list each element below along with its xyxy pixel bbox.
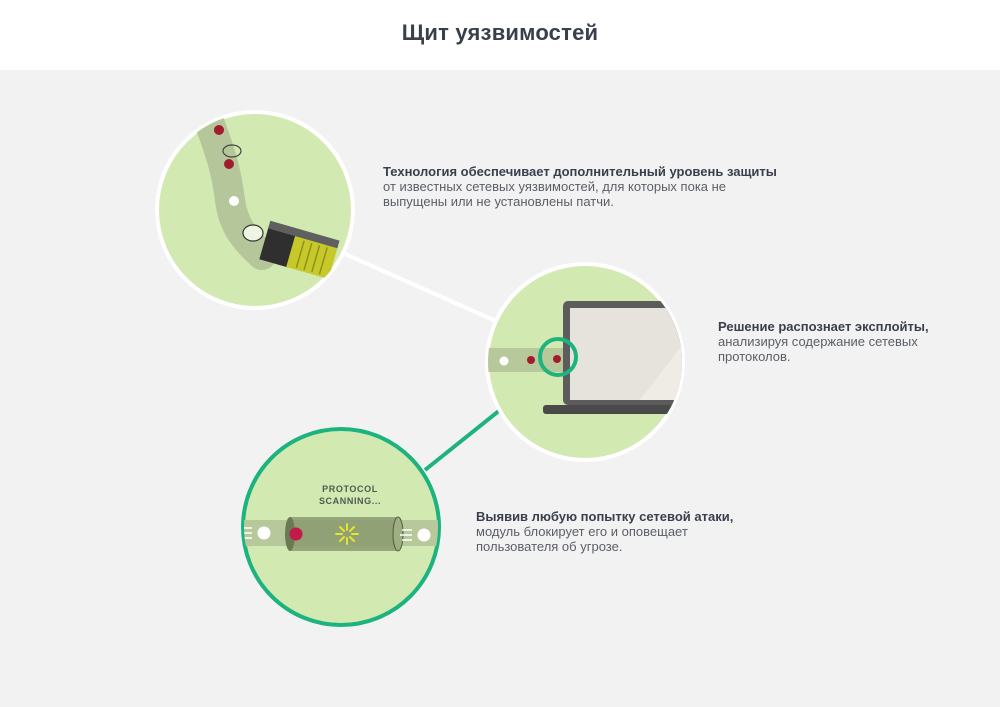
threat-dot (214, 125, 224, 135)
step2-body: анализируя содержание сетевых протоколов… (718, 334, 918, 364)
step2-caption: Решение распознает эксплойты, анализируя… (718, 319, 948, 364)
step3-caption: Выявив любую попытку сетевой атаки, моду… (476, 509, 756, 554)
step2-lead: Решение распознает эксплойты, (718, 319, 929, 334)
pipe-ring (222, 144, 242, 158)
step1-circle (155, 110, 355, 310)
header-bar: Щит уязвимостей (0, 0, 1000, 70)
connector-line-1 (344, 252, 499, 324)
packet-dot (499, 356, 509, 366)
step1-caption: Технология обеспечивает дополнительный у… (383, 164, 793, 209)
step2-circle (485, 262, 685, 462)
step1-body: от известных сетевых уязвимостей, для ко… (383, 179, 727, 209)
threat-dot (553, 355, 561, 363)
block-spark-icon (335, 523, 359, 545)
packet-dot (257, 526, 271, 540)
scan-label-line1: PROTOCOL (322, 484, 378, 494)
threat-dot (527, 356, 535, 364)
step3-lead: Выявив любую попытку сетевой атаки, (476, 509, 734, 524)
packet-dot (229, 196, 239, 206)
patch-module-icon (259, 220, 340, 280)
step1-lead: Технология обеспечивает дополнительный у… (383, 164, 777, 179)
step3-body: модуль блокирует его и оповещает пользов… (476, 524, 688, 554)
threat-dot (289, 527, 303, 541)
page-title: Щит уязвимостей (401, 20, 599, 45)
scan-label-line2: SCANNING... (318, 496, 382, 506)
packet-motion-lines (244, 527, 412, 541)
threat-dot (224, 159, 234, 169)
step3-circle (241, 427, 441, 627)
protocol-scanning-label: PROTOCOL SCANNING... (300, 483, 400, 507)
scanner-tube (285, 516, 404, 552)
magnifier-ring (538, 337, 578, 377)
laptop-icon (543, 301, 682, 414)
packet-dot (417, 528, 431, 542)
